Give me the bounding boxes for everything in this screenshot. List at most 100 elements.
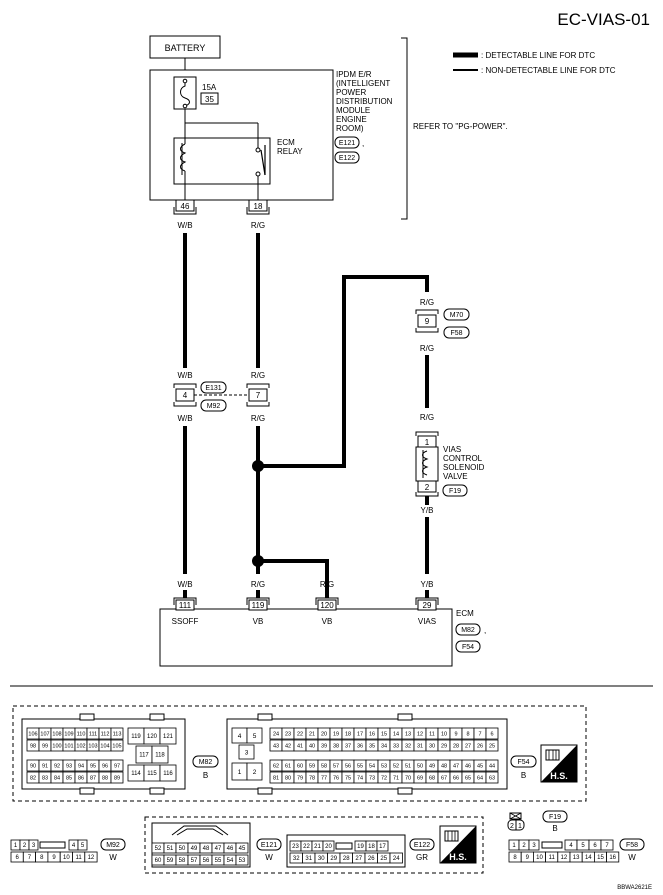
m82-pin-109: 109 (64, 731, 73, 737)
f54-pin-16: 16 (369, 731, 375, 737)
m82-pin-94: 94 (78, 763, 84, 769)
m82-pin-116: 116 (163, 771, 173, 777)
f58-pin-3: 3 (532, 843, 536, 849)
f54-pin-50: 50 (417, 763, 423, 769)
wire-label-wb-2: W/B (177, 371, 192, 380)
f54-pin-15: 15 (381, 731, 387, 737)
solenoid-pin-2: 2 (425, 483, 430, 492)
e121-view-color: W (265, 853, 273, 862)
legend: : DETECTABLE LINE FOR DTC : NON-DETECTAB… (453, 51, 616, 75)
e122-pin-17: 17 (379, 844, 386, 850)
wire-label-rg-1: R/G (251, 221, 265, 230)
m82-pin-111: 111 (89, 731, 97, 737)
m82-pin-97-cell (110, 759, 124, 772)
f54-pin-65: 65 (465, 775, 471, 781)
f54-pin-44: 44 (489, 763, 495, 769)
f54-pin-22: 22 (297, 731, 303, 737)
ipdm-label: IPDM E/R (INTELLIGENT POWER DISTRIBUTION… (334, 70, 393, 164)
e121-pin-57: 57 (191, 858, 198, 864)
f54-pin-35: 35 (369, 743, 375, 749)
m82-pin-95: 95 (90, 763, 96, 769)
m82-pin-105-cell (110, 739, 124, 752)
wire-label-wb-1: W/B (177, 221, 192, 230)
f58-pin-9: 9 (526, 855, 530, 861)
f54-pin-37: 37 (345, 743, 351, 749)
m82-pin-119: 119 (131, 734, 141, 740)
wire-label-rg-5: R/G (420, 344, 434, 353)
m82-pin-113-cell (110, 727, 124, 740)
e121-pin-51: 51 (167, 846, 174, 852)
m92-pin-9: 9 (52, 855, 56, 861)
fuse-number: 35 (205, 95, 214, 104)
e121-pin-60: 60 (155, 858, 162, 864)
m92-pin-11: 11 (76, 855, 83, 861)
f19-view-color: B (552, 824, 557, 833)
f54-pin-3-cell (238, 744, 255, 760)
f54-pin-3: 3 (245, 749, 249, 756)
m82-pin-88: 88 (102, 775, 108, 781)
m82-pin-121: 121 (163, 734, 174, 740)
e121-pin-55: 55 (215, 858, 222, 864)
joint-conn-m92: M92 (207, 403, 221, 410)
hs-badge-icon: H.S. (540, 744, 578, 783)
f54-pin-43: 43 (273, 743, 279, 749)
f58-key-slot (541, 841, 563, 849)
refer-text: REFER TO "PG-POWER". (413, 122, 508, 131)
f54-pin-62: 62 (273, 763, 279, 769)
m92-view-color: W (109, 853, 117, 862)
m92-pin-10: 10 (63, 855, 70, 861)
f54-pin-11: 11 (429, 731, 435, 737)
ecm-box (159, 608, 453, 667)
f54-pin-12: 12 (417, 731, 423, 737)
joint-terminal-7: 7 (256, 391, 261, 400)
f54-pin-25: 25 (489, 743, 495, 749)
splice-point-1 (252, 460, 264, 472)
m82-pin-100: 100 (52, 743, 61, 749)
f54-pin-59: 59 (309, 763, 315, 769)
f54-pin-21: 21 (309, 731, 315, 737)
f58-pin-5: 5 (581, 843, 585, 849)
f54-pin-73: 73 (369, 775, 375, 781)
f54-pin-9: 9 (454, 731, 457, 737)
f54-pin-45: 45 (477, 763, 483, 769)
m82-pin-98: 98 (30, 743, 36, 749)
f54-pin-6: 6 (490, 731, 493, 737)
hs-badge-2-icon: H.S. (439, 825, 477, 864)
m92-pin-4: 4 (72, 843, 76, 849)
m82-pin-104: 104 (100, 743, 109, 749)
f58-pin-16: 16 (609, 855, 616, 861)
f54-pin-8: 8 (466, 731, 469, 737)
m82-pin-107: 107 (40, 731, 49, 737)
e121-pin-58: 58 (179, 858, 186, 864)
wire-label-rg-4: R/G (420, 298, 434, 307)
e121-pin-50: 50 (179, 846, 186, 852)
m82-pin-89: 89 (114, 775, 120, 781)
hs-badge-label: H.S. (550, 771, 568, 781)
m82-pin-108: 108 (52, 731, 61, 737)
f58-pin-12: 12 (561, 855, 568, 861)
joint-connector-e131-m92: 4 7 E131 M92 (173, 381, 270, 412)
e122-view-id: E122 (414, 842, 430, 849)
m92-pin-8: 8 (40, 855, 44, 861)
m82-pin-114: 114 (131, 771, 141, 777)
vias-solenoid-valve: 1 2 VIAS CONTROL SOLENOID VALVE F19 (415, 431, 485, 497)
e122-pin-27: 27 (355, 856, 362, 862)
f54-view-id: F54 (517, 759, 529, 766)
f54-pin-56: 56 (345, 763, 351, 769)
joint-connector-m70-f58: 9 M70 F58 (415, 308, 470, 339)
e122-pin-29: 29 (330, 856, 337, 862)
ecm-relay: ECM RELAY (173, 137, 303, 185)
m82-pin-84: 84 (54, 775, 60, 781)
wire-label-yb-2: Y/B (421, 580, 434, 589)
m92-pin-5: 5 (81, 843, 85, 849)
m82-pin-118: 118 (155, 753, 165, 759)
e122-pin-20-cell (322, 840, 335, 852)
m82-pin-85: 85 (66, 775, 72, 781)
f54-pin-66: 66 (453, 775, 459, 781)
e121-pin-59: 59 (167, 858, 174, 864)
f19-pin-1: 1 (518, 823, 522, 830)
f54-pin-74: 74 (357, 775, 363, 781)
